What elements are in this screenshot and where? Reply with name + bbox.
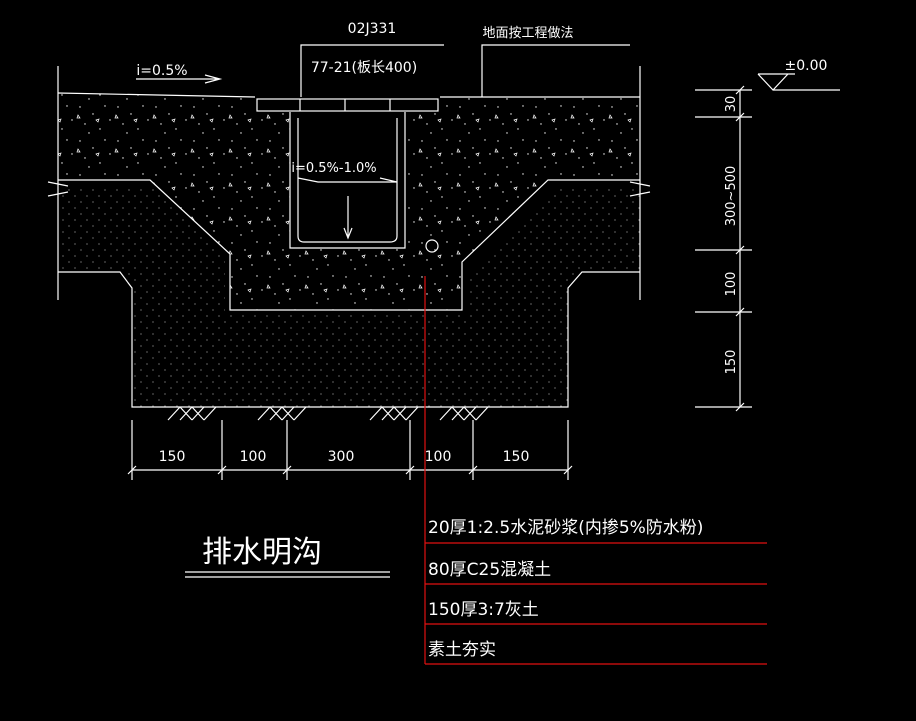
left-break-line bbox=[47, 66, 69, 300]
rammed-soil-hatch bbox=[167, 406, 489, 421]
dim-h-5: 150 bbox=[503, 449, 530, 465]
dim-h-2: 100 bbox=[240, 449, 267, 465]
ground-note-leader bbox=[481, 44, 630, 97]
title-underline bbox=[185, 571, 390, 578]
dim-v-3: 100 bbox=[724, 272, 739, 297]
elevation-label: ±0.00 bbox=[785, 58, 828, 74]
dim-v-2: 300~500 bbox=[724, 166, 739, 227]
drawing-ref-leader bbox=[300, 44, 444, 97]
dim-h-3: 300 bbox=[328, 449, 355, 465]
grating-cover bbox=[256, 98, 439, 112]
lime-soil-layer bbox=[58, 188, 640, 408]
layer-3-label: 150厚3:7灰土 bbox=[428, 600, 539, 620]
drawing-title: 排水明沟 bbox=[202, 535, 322, 570]
finish-ground-line bbox=[57, 92, 640, 98]
layer-4-label: 素土夯实 bbox=[428, 640, 496, 660]
ground-note-label: 地面按工程做法 bbox=[482, 26, 573, 41]
slope-arrow-icon bbox=[136, 74, 223, 84]
surface-slope-label: i=0.5% bbox=[136, 63, 187, 79]
elevation-marker-icon bbox=[757, 73, 840, 91]
dim-v-4: 150 bbox=[724, 350, 739, 375]
right-break-line bbox=[629, 66, 651, 300]
vertical-dimension-line bbox=[695, 85, 752, 412]
layer-1-label: 20厚1:2.5水泥砂浆(内掺5%防水粉) bbox=[428, 518, 703, 538]
dim-v-1: 30 bbox=[724, 96, 739, 113]
cover-spec-label: 77-21(板长400) bbox=[311, 60, 417, 76]
dim-h-1: 150 bbox=[159, 449, 186, 465]
layer-callout-table bbox=[424, 276, 767, 665]
concrete-layer bbox=[58, 93, 640, 311]
gutter-channel bbox=[289, 112, 439, 253]
drawing-ref-label: 02J331 bbox=[348, 21, 397, 37]
horizontal-dimension-line bbox=[127, 420, 573, 480]
dim-h-4: 100 bbox=[425, 449, 452, 465]
layer-2-label: 80厚C25混凝土 bbox=[428, 560, 551, 580]
channel-slope-label: i=0.5%-1.0% bbox=[291, 161, 376, 176]
